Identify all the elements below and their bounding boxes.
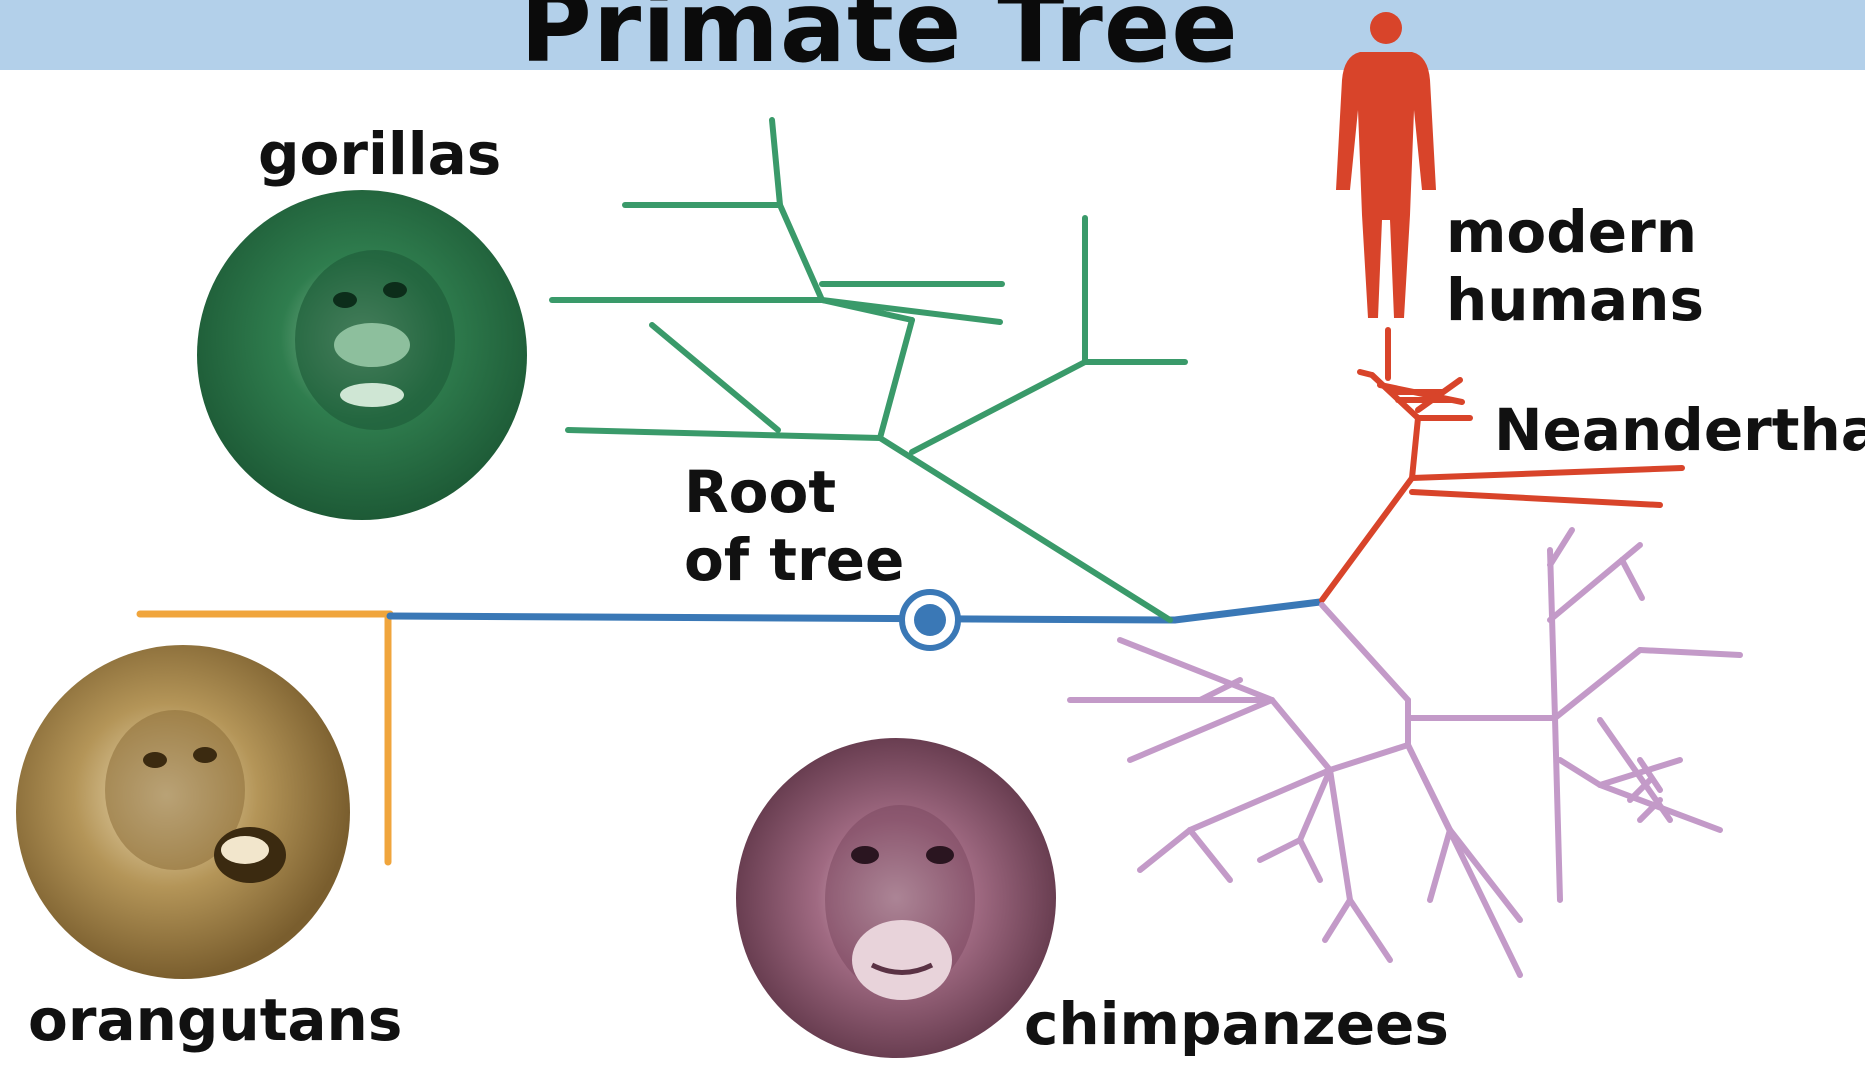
chimpanzee-portrait xyxy=(736,738,1056,1058)
chimpanzee-branch xyxy=(1070,530,1740,975)
label-root-line1: Root xyxy=(684,458,904,526)
label-gorillas: gorillas xyxy=(258,122,501,186)
label-modern-humans-line1: modern xyxy=(1446,198,1704,266)
label-modern-humans: modern humans xyxy=(1446,198,1704,334)
gorilla-portrait xyxy=(197,190,527,520)
label-neanderthal: Neanderthal xyxy=(1494,398,1865,462)
label-chimpanzees: chimpanzees xyxy=(1024,992,1449,1056)
label-root-line2: of tree xyxy=(684,526,904,594)
label-root-of-tree: Root of tree xyxy=(684,458,904,594)
orangutan-portrait xyxy=(16,645,350,979)
root-node-icon xyxy=(902,592,958,648)
label-orangutans: orangutans xyxy=(28,988,402,1052)
human-branch xyxy=(1322,330,1682,600)
root-branch xyxy=(390,602,1320,620)
label-modern-humans-line2: humans xyxy=(1446,266,1704,334)
human-silhouette-icon xyxy=(1336,12,1436,318)
